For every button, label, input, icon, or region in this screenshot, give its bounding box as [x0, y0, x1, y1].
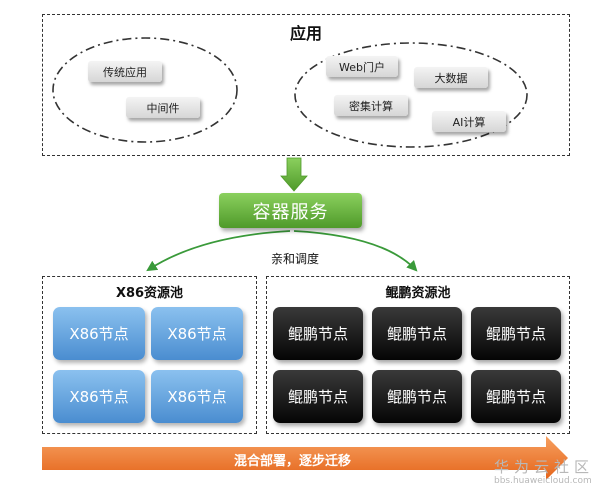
app-chip-ai-compute: AI计算	[432, 111, 506, 132]
app-chip-middleware: 中间件	[126, 97, 200, 118]
watermark-brand: 华为云社区	[494, 458, 595, 476]
kunpeng-node: 鲲鹏节点	[273, 370, 363, 423]
kunpeng-pool-title: 鲲鹏资源池	[385, 286, 451, 301]
affinity-arrow-left	[146, 230, 291, 272]
kunpeng-pool-box	[266, 276, 570, 434]
x86-node: X86节点	[151, 370, 243, 423]
migration-banner-label: 混合部署，逐步迁移	[234, 453, 352, 469]
app-chip-traditional: 传统应用	[88, 61, 162, 82]
x86-node: X86节点	[53, 307, 145, 360]
container-service-box: 容器服务	[219, 193, 362, 228]
kunpeng-node: 鲲鹏节点	[372, 370, 462, 423]
affinity-scheduling-label: 亲和调度	[270, 252, 319, 266]
kunpeng-node: 鲲鹏节点	[273, 307, 363, 360]
application-layer-box	[42, 14, 570, 156]
app-chip-big-data: 大数据	[414, 67, 488, 88]
application-layer-title: 应用	[289, 24, 322, 43]
kunpeng-node: 鲲鹏节点	[372, 307, 462, 360]
watermark-url: bbs.huaweicloud.com	[494, 476, 592, 486]
affinity-arrow-right	[293, 230, 418, 272]
x86-pool-title: X86资源池	[115, 286, 184, 301]
down-arrow-to-container-service	[280, 157, 308, 192]
kunpeng-node: 鲲鹏节点	[471, 370, 561, 423]
app-chip-intensive-compute: 密集计算	[334, 95, 408, 116]
x86-node: X86节点	[151, 307, 243, 360]
x86-pool-box	[42, 276, 257, 434]
traditional-apps-ellipse	[52, 37, 238, 143]
x86-node: X86节点	[53, 370, 145, 423]
app-chip-web-portal: Web门户	[326, 56, 398, 77]
new-apps-ellipse	[294, 42, 528, 148]
kunpeng-node: 鲲鹏节点	[471, 307, 561, 360]
